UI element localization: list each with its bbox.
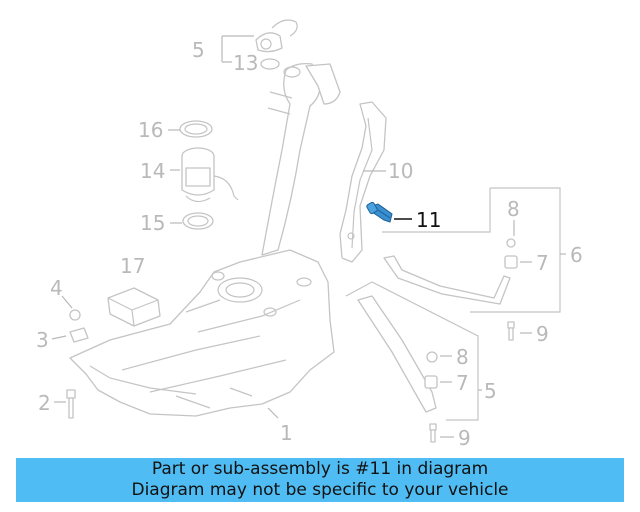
control-module-part xyxy=(107,287,161,327)
callout-9-upper: 9 xyxy=(536,322,549,346)
leader-lines xyxy=(51,35,566,438)
filler-neck-part xyxy=(261,62,341,256)
highlighted-bolt-part xyxy=(366,201,393,223)
callout-8-lower: 8 xyxy=(456,345,469,369)
callout-7-upper: 7 xyxy=(536,251,549,275)
assembly-box-5 xyxy=(345,281,479,421)
callout-4: 4 xyxy=(50,276,63,300)
nut-part-4 xyxy=(69,309,81,321)
cap-seal-part xyxy=(260,58,280,70)
assembly-box-6 xyxy=(382,187,561,313)
strap-part-5 xyxy=(357,295,437,413)
callout-10: 10 xyxy=(388,159,413,183)
callout-15: 15 xyxy=(140,211,165,235)
callout-3: 3 xyxy=(36,328,49,352)
strap-part-6 xyxy=(383,255,511,305)
callout-12: 5 xyxy=(192,38,205,62)
banner-line-1: Part or sub-assembly is #11 in diagram xyxy=(151,459,489,479)
heat-shield-part xyxy=(339,101,387,263)
callout-2: 2 xyxy=(38,391,51,415)
bolt-part-2 xyxy=(66,389,76,419)
callout-13: 13 xyxy=(233,51,258,75)
callout-5: 5 xyxy=(484,379,497,403)
banner-line-2: Diagram may not be specific to your vehi… xyxy=(131,480,509,500)
callout-7-lower: 7 xyxy=(456,371,469,395)
callout-6: 6 xyxy=(570,243,583,267)
callout-9-lower: 9 xyxy=(458,426,471,450)
callout-14: 14 xyxy=(140,159,165,183)
callout-16: 16 xyxy=(138,118,163,142)
hardware-box-5 xyxy=(424,351,438,443)
fuel-pump-part xyxy=(181,147,239,203)
clip-part-3 xyxy=(69,327,89,343)
callout-1: 1 xyxy=(280,421,293,445)
fuel-tank-part xyxy=(69,249,335,417)
hardware-box-6 xyxy=(504,238,518,341)
fuel-cap-part xyxy=(255,19,298,53)
callout-8-upper: 8 xyxy=(507,197,520,221)
callout-11: 11 xyxy=(416,208,441,232)
callout-17: 17 xyxy=(120,254,145,278)
pump-seal-part xyxy=(182,212,214,230)
info-banner: Part or sub-assembly is #11 in diagram D… xyxy=(16,458,624,502)
parts-diagram: 5 13 16 14 15 10 11 17 4 3 2 1 8 6 7 9 8… xyxy=(36,19,583,450)
